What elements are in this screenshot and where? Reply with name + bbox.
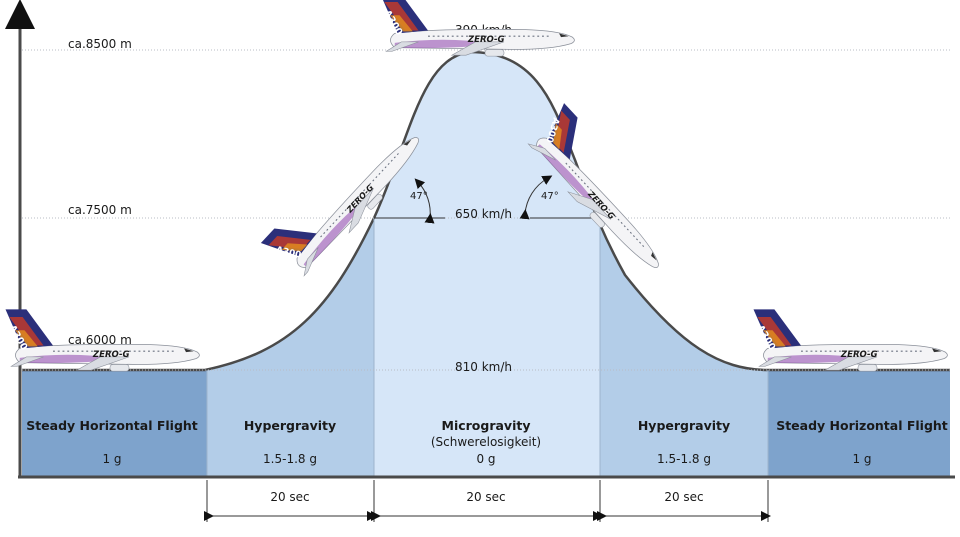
livery-text: ZERO-G [467,35,505,45]
speed-label-mid: 650 km/h [455,207,512,221]
pitch-angle-right: 47° [519,175,600,220]
phase-subtitle-3: (Schwerelosigkeit) [431,435,541,449]
pitch-angle-left: 47° [374,178,445,224]
livery-text: ZERO-G [840,350,878,360]
duration-label-1: 20 sec [270,490,309,504]
phase-band-3 [374,52,600,477]
phase-band-1 [22,52,207,477]
duration-label-2: 20 sec [466,490,505,504]
speed-label-low: 810 km/h [455,360,512,374]
altitude-label-7500: ca.7500 m [68,203,132,217]
altitude-label-8500: ca.8500 m [68,37,132,51]
livery-text: ZERO-G [92,350,130,360]
phase-g-2: 1.5-1.8 g [263,452,317,466]
phase-title-1: Steady Horizontal Flight [26,418,198,433]
aircraft-level-right: ZERO-G A300 [752,308,948,372]
phase-band-5 [768,52,950,477]
phase-labels: Steady Horizontal Flight 1 g Hypergravit… [26,418,948,466]
flight-trajectory-curve [22,50,950,372]
phase-title-4: Hypergravity [638,418,730,433]
phase-g-3: 0 g [476,452,495,466]
duration-markers: 20 sec 20 sec 20 sec [204,480,771,522]
angle-label-left: 47° [410,191,428,202]
phase-title-5: Steady Horizontal Flight [776,418,948,433]
phase-title-3: Microgravity [442,418,531,433]
phase-title-2: Hypergravity [244,418,336,433]
duration-label-3: 20 sec [664,490,703,504]
angle-label-right: 47° [541,191,559,202]
altitude-label-6000: ca.6000 m [68,333,132,347]
phase-g-1: 1 g [102,452,121,466]
phase-g-5: 1 g [852,452,871,466]
phase-bands [22,52,950,477]
phase-g-4: 1.5-1.8 g [657,452,711,466]
